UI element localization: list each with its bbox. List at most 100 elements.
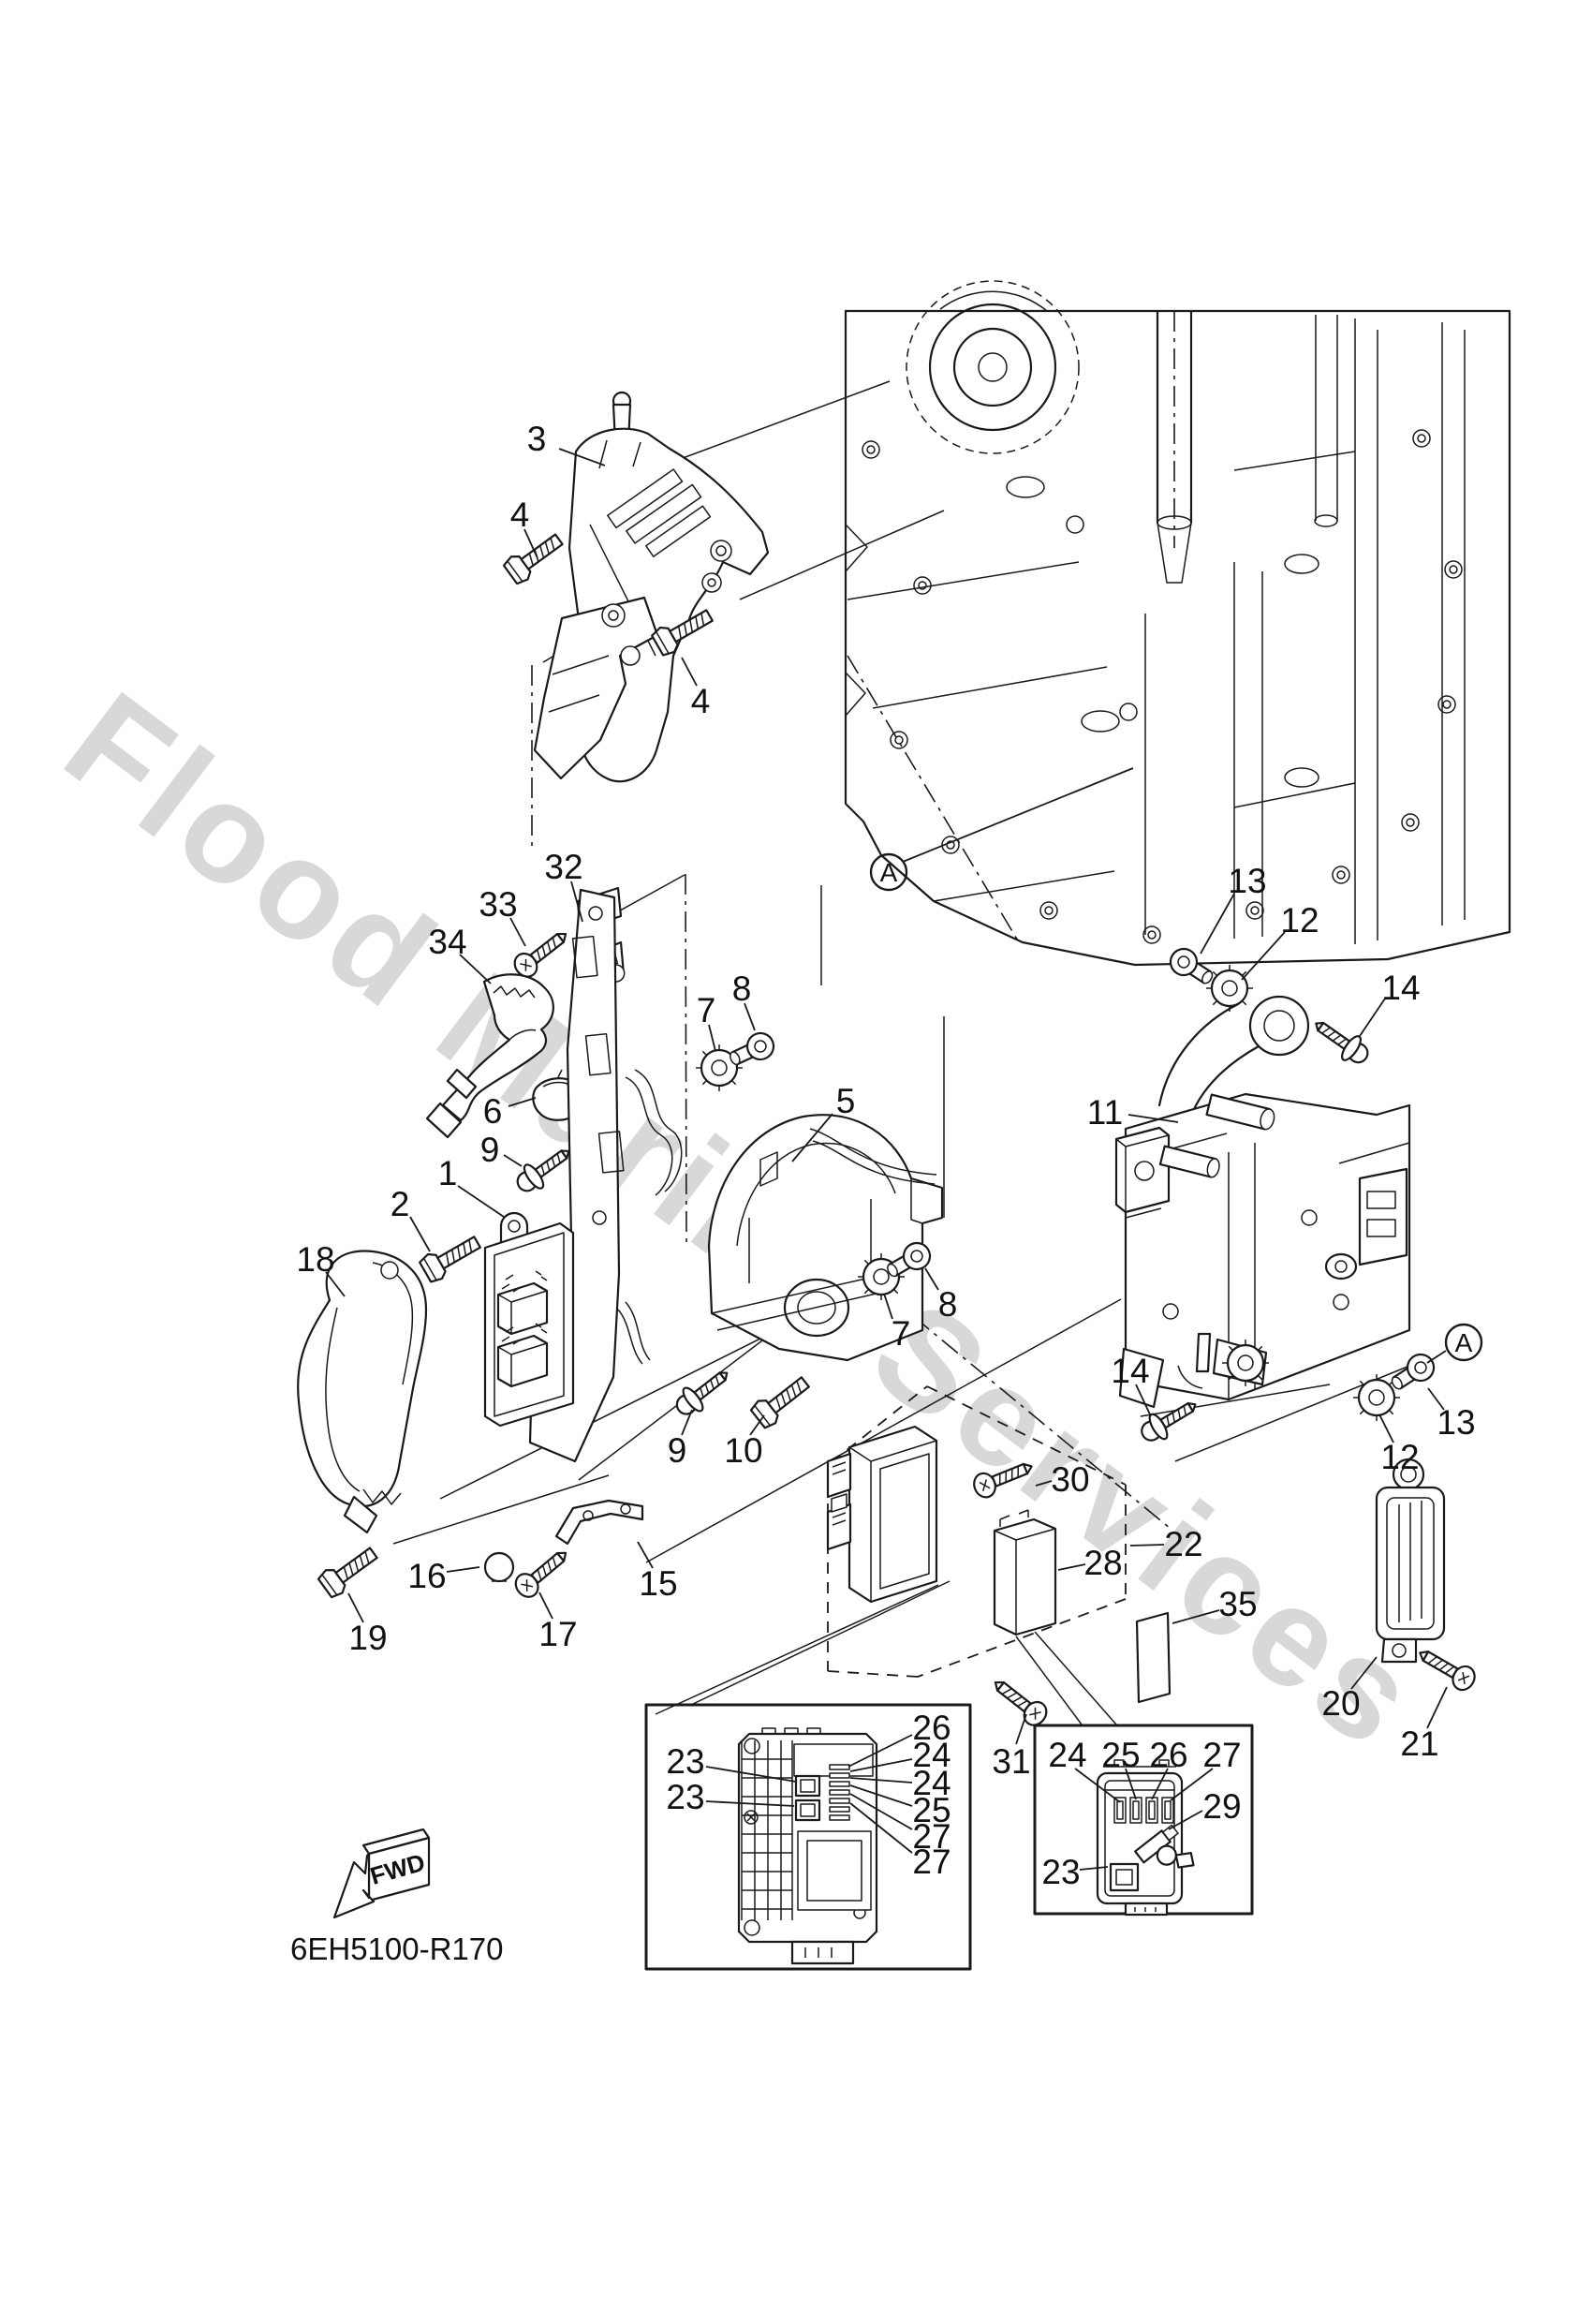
callout-9: 9: [668, 1431, 687, 1470]
leader-line-8: [924, 1267, 939, 1291]
leader-line-10: [749, 1414, 765, 1436]
leader-line-23: [1079, 1866, 1109, 1871]
leader-line-17: [538, 1591, 553, 1620]
callout-9: 9: [480, 1131, 500, 1169]
callout-24: 24: [912, 1764, 951, 1802]
callout-30: 30: [1051, 1460, 1089, 1499]
callout-26: 26: [912, 1709, 951, 1747]
callout-A: A: [880, 858, 898, 887]
callout-23: 23: [666, 1778, 704, 1816]
callout-12: 12: [1280, 901, 1319, 940]
leader-line-11: [1127, 1114, 1179, 1123]
callout-A: A: [1455, 1328, 1473, 1357]
leader-line-23: [705, 1766, 797, 1783]
rectifier-20: [1375, 1458, 1446, 1664]
leader-line-26: [847, 1734, 913, 1768]
callout-27: 27: [1202, 1736, 1241, 1774]
callout-27: 27: [912, 1843, 951, 1881]
leader-line-12: [1378, 1414, 1394, 1443]
leader-line-19: [347, 1592, 364, 1623]
leader-line-4: [523, 528, 538, 559]
leader-line-27: [849, 1793, 913, 1830]
cover-18: [297, 1250, 428, 1534]
leader-line-27: [1170, 1768, 1214, 1801]
ecu-b-28: [993, 1509, 1057, 1636]
callout-14: 14: [1381, 969, 1420, 1007]
callout-23: 23: [1041, 1853, 1080, 1891]
callout-16: 16: [407, 1557, 446, 1595]
inset-left-fusebox: [644, 1703, 972, 1971]
callout-13: 13: [1437, 1403, 1475, 1442]
view-circle-A: [1444, 1323, 1483, 1362]
leader-line-34: [459, 954, 492, 984]
callout-8: 8: [938, 1285, 958, 1324]
fwd-arrow: FWD: [332, 1828, 431, 1919]
callout-7: 7: [892, 1314, 911, 1353]
leader-line-16: [446, 1566, 480, 1573]
leader-line-32: [570, 881, 583, 923]
inset-right-relay: [1033, 1724, 1254, 1917]
callout-8: 8: [732, 970, 752, 1008]
callout-3: 3: [527, 420, 547, 458]
bolt-13-lower: [1385, 1348, 1440, 1398]
leader-line-7: [708, 1024, 716, 1052]
leader-line-27: [849, 1802, 913, 1854]
leader-line-7: [883, 1293, 893, 1320]
leader-line-14: [1359, 998, 1386, 1037]
callout-24: 24: [912, 1736, 951, 1774]
callout-15: 15: [639, 1564, 677, 1603]
leader-line-24: [1074, 1768, 1121, 1803]
leader-line-8: [744, 1002, 756, 1031]
leader-line-18: [325, 1271, 346, 1297]
grommet-12-upper: [1204, 963, 1255, 1014]
leader-line-29: [1168, 1810, 1203, 1830]
callout-21: 21: [1400, 1724, 1438, 1763]
screw-31: [986, 1671, 1053, 1731]
ecu-b-22: [826, 1425, 938, 1604]
leader-line-21: [1426, 1686, 1448, 1729]
leader-line-26: [1151, 1768, 1169, 1800]
leader-line-A: [1426, 1350, 1447, 1364]
callout-13: 13: [1228, 862, 1266, 900]
leader-line-2: [409, 1216, 431, 1252]
leader-line-12: [1241, 931, 1286, 981]
callout-22: 22: [1164, 1525, 1202, 1563]
bolt-13-upper: [1164, 942, 1219, 992]
callout-20: 20: [1321, 1684, 1360, 1723]
callout-11: 11: [1087, 1093, 1123, 1132]
callout-1: 1: [438, 1154, 458, 1192]
wire-clamp-34: [425, 973, 554, 1139]
leader-line-33: [509, 917, 526, 947]
engine-block-bolts: [862, 429, 1463, 944]
screw-9-lower: [669, 1360, 737, 1423]
view-circle-A: [869, 852, 908, 892]
bracket-3: [533, 391, 770, 783]
bolt-19: [316, 1540, 383, 1601]
callout-28: 28: [1083, 1544, 1122, 1582]
bracket-5: [707, 1114, 944, 1362]
callout-4: 4: [510, 496, 530, 534]
callout-25: 25: [1101, 1736, 1140, 1774]
bolt-4a: [501, 526, 568, 587]
engine-block: [844, 280, 1511, 967]
callout-18: 18: [296, 1240, 334, 1279]
drawing-number: 6EH5100-R170: [290, 1932, 504, 1966]
callout-6: 6: [483, 1092, 503, 1131]
bolt-14-upper: [1306, 1011, 1376, 1072]
leader-line-3: [558, 448, 606, 466]
callout-29: 29: [1202, 1787, 1241, 1826]
bracket-11-connector: [1358, 1167, 1408, 1266]
grommet-12-mid: [1220, 1338, 1271, 1388]
leader-line-1: [457, 1185, 505, 1218]
callout-10: 10: [724, 1431, 762, 1470]
relay-drawing: [1096, 1759, 1195, 1917]
harness-wires: [617, 1069, 937, 1365]
clip-16: [483, 1551, 515, 1583]
callout-4: 4: [691, 682, 711, 720]
bracket-15: [554, 1499, 644, 1546]
leader-line-13: [1427, 1387, 1445, 1411]
leader-line-15: [637, 1541, 654, 1569]
ecu-relay-cube: [496, 1270, 549, 1336]
